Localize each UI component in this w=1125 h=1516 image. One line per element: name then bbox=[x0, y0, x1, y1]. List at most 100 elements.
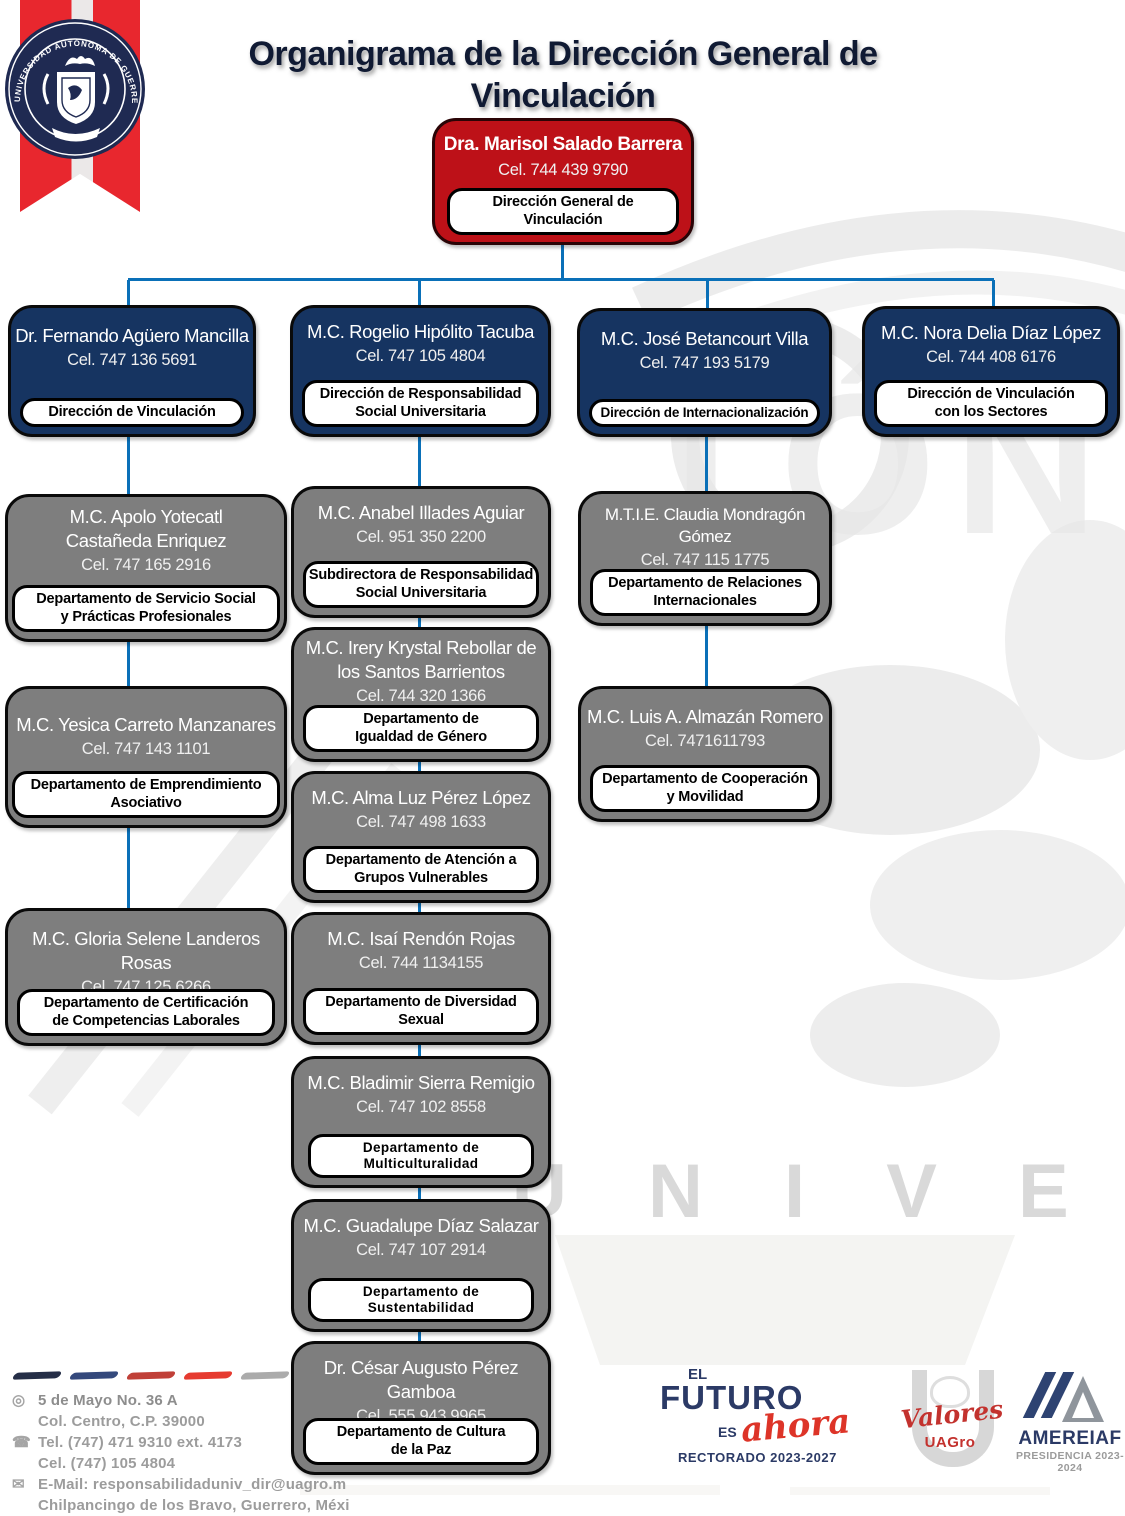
seal-eagle bbox=[65, 56, 95, 66]
connector-line bbox=[127, 280, 130, 306]
person-name: Dra. Marisol Salado Barrera bbox=[443, 134, 683, 155]
connector-line bbox=[418, 1330, 421, 1342]
valores-u-shape bbox=[912, 1370, 994, 1467]
unit-label: Dirección de Internacionalización bbox=[589, 398, 820, 427]
node-igualdad-genero: M.C. Irery Krystal Rebollar de los Santo… bbox=[291, 627, 551, 762]
node-relaciones-internacionales: M.T.I.E. Claudia Mondragón Gómez Cel. 74… bbox=[578, 491, 832, 626]
footer-city: Chilpancingo de los Bravo, Guerrero, Méx… bbox=[38, 1497, 350, 1514]
connector-line bbox=[418, 436, 421, 486]
unit-label: Departamento de Sustentabilidad bbox=[308, 1277, 534, 1322]
person-name: M.C. Bladimir Sierra Remigio bbox=[307, 1072, 535, 1093]
person-name: M.C. Irery Krystal Rebollar de los Santo… bbox=[305, 637, 537, 683]
watermark-universi-text: U N I V E R S I bbox=[512, 1149, 1125, 1234]
person-phone: Cel. 951 350 2200 bbox=[356, 528, 486, 547]
unit-label: Departamento de Cultura de la Paz bbox=[303, 1418, 539, 1465]
unit-label: Departamento de Multiculturalidad bbox=[308, 1133, 534, 1178]
unit-label: Departamento de Emprendimiento Asociativ… bbox=[12, 771, 280, 818]
person-phone: Cel. 744 439 9790 bbox=[498, 160, 628, 179]
valores-uagro-text: UAGro bbox=[924, 1434, 976, 1451]
person-name: M.C. Alma Luz Pérez López bbox=[311, 787, 531, 808]
unit-label: Dirección de Vinculación bbox=[20, 397, 244, 427]
footer-logos: EL FUTURO ESahora RECTORADO 2023-2027 Va… bbox=[660, 1366, 1124, 1476]
location-icon: ◎ bbox=[12, 1392, 26, 1409]
person-name: Dr. César Augusto Pérez Gamboa bbox=[323, 1357, 519, 1403]
footer-email: E-Mail: responsabilidaduniv_dir@uagro.m bbox=[38, 1476, 347, 1493]
person-name: M.C. Isaí Rendón Rojas bbox=[327, 928, 515, 949]
amereiaf-presidencia: PRESIDENCIA 2023-2024 bbox=[1016, 1450, 1124, 1474]
person-phone: Cel. 747 102 8558 bbox=[356, 1098, 486, 1117]
person-name: Dr. Fernando Agüero Mancilla bbox=[15, 325, 249, 346]
futuro-es: ES bbox=[718, 1423, 737, 1440]
person-phone: Cel. 747 115 1775 bbox=[640, 551, 770, 570]
amereiaf-mark bbox=[1010, 1366, 1125, 1428]
connector-line bbox=[705, 436, 708, 492]
phone-icon: ☎ bbox=[12, 1434, 31, 1451]
node-sustentabilidad: M.C. Guadalupe Díaz Salazar Cel. 747 107… bbox=[291, 1199, 551, 1332]
node-cultura-de-la-paz: Dr. César Augusto Pérez Gamboa Cel. 555 … bbox=[291, 1341, 551, 1475]
footer-address-line1: 5 de Mayo No. 36 A bbox=[38, 1392, 178, 1409]
person-phone: Cel. 747 136 5691 bbox=[67, 351, 197, 370]
connector-line bbox=[127, 436, 130, 494]
person-phone: Cel. 747 165 2916 bbox=[81, 556, 211, 575]
person-phone: Cel. 747 498 1633 bbox=[356, 813, 486, 832]
node-internacionalizacion: M.C. José Betancourt Villa Cel. 747 193 … bbox=[577, 308, 832, 437]
connector-line bbox=[418, 615, 421, 628]
node-cooperacion-movilidad: M.C. Luis A. Almazán Romero Cel. 7471611… bbox=[578, 686, 832, 822]
unit-label: Departamento de Igualdad de Género bbox=[303, 705, 539, 752]
connector-line bbox=[992, 280, 995, 307]
futuro-rectorado: RECTORADO 2023-2027 bbox=[678, 1449, 837, 1465]
unit-label: Departamento de Cooperación y Movilidad bbox=[590, 765, 820, 812]
node-diversidad-sexual: M.C. Isaí Rendón Rojas Cel. 744 1134155 … bbox=[291, 912, 551, 1045]
unit-label: Dirección General de Vinculación bbox=[447, 188, 679, 235]
connector-line bbox=[706, 280, 709, 309]
logo-amereiaf: AMEREIAF PRESIDENCIA 2023-2024 bbox=[1010, 1366, 1125, 1474]
amereiaf-a-inner bbox=[1072, 1392, 1094, 1418]
connector-line bbox=[127, 634, 130, 686]
page-title: Organigrama de la Dirección General de V… bbox=[248, 34, 878, 116]
unit-label: Dirección de Responsabilidad Social Univ… bbox=[302, 380, 539, 427]
seal-banner bbox=[52, 128, 100, 142]
unit-label: Departamento de Diversidad Sexual bbox=[303, 988, 539, 1035]
uagro-seal: UNIVERSIDAD AUTÓNOMA DE GUERRERO bbox=[2, 16, 145, 159]
mail-icon: ✉ bbox=[12, 1476, 25, 1493]
futuro-word: FUTURO bbox=[660, 1379, 804, 1416]
connector-line bbox=[418, 900, 421, 913]
unit-label: Departamento de Atención a Grupos Vulner… bbox=[303, 846, 539, 893]
person-name: M.C. José Betancourt Villa bbox=[600, 328, 809, 349]
person-phone: Cel. 747 107 2914 bbox=[356, 1241, 486, 1260]
connector-line bbox=[561, 245, 564, 279]
connector-line bbox=[418, 1186, 421, 1200]
node-responsabilidad-social: M.C. Rogelio Hipólito Tacuba Cel. 747 10… bbox=[290, 305, 551, 437]
person-name: M.C. Apolo Yotecatl Castañeda Enriquez bbox=[65, 506, 227, 552]
person-phone: Cel. 7471611793 bbox=[645, 732, 765, 751]
unit-label: Subdirectora de Responsabilidad Social U… bbox=[303, 561, 539, 608]
node-direccion-general: Dra. Marisol Salado Barrera Cel. 744 439… bbox=[432, 118, 694, 245]
person-name: M.C. Anabel Illades Aguiar bbox=[317, 502, 525, 523]
footer-cel: Cel. (747) 105 4804 bbox=[38, 1455, 176, 1472]
connector-line bbox=[418, 1043, 421, 1057]
footer-address-line2: Col. Centro, C.P. 39000 bbox=[38, 1413, 205, 1430]
node-direccion-vinculacion: Dr. Fernando Agüero Mancilla Cel. 747 13… bbox=[8, 305, 256, 437]
person-name: M.C. Gloria Selene Landeros Rosas bbox=[32, 928, 260, 974]
connector-line bbox=[127, 828, 130, 908]
futuro-el: EL bbox=[688, 1366, 708, 1383]
person-phone: Cel. 744 408 6176 bbox=[926, 348, 1056, 367]
node-certificacion-competencias: M.C. Gloria Selene Landeros Rosas Cel. 7… bbox=[5, 908, 287, 1046]
node-atencion-grupos-vulnerables: M.C. Alma Luz Pérez López Cel. 747 498 1… bbox=[291, 771, 551, 903]
unit-label: Departamento de Relaciones Internacional… bbox=[590, 569, 820, 616]
valores-script-text: Valores bbox=[899, 1394, 1005, 1435]
person-name: M.T.I.E. Claudia Mondragón Gómez bbox=[604, 505, 806, 547]
futuro-ahora: ahora bbox=[739, 1400, 852, 1451]
connector-line bbox=[418, 759, 421, 772]
amereiaf-name: AMEREIAF bbox=[1018, 1428, 1122, 1449]
footer-tel: Tel. (747) 471 9310 ext. 4173 bbox=[38, 1434, 242, 1451]
node-subdireccion-rsu: M.C. Anabel Illades Aguiar Cel. 951 350 … bbox=[291, 486, 551, 618]
node-emprendimiento-asociativo: M.C. Yesica Carreto Manzanares Cel. 747 … bbox=[5, 686, 287, 828]
person-name: M.C. Rogelio Hipólito Tacuba bbox=[306, 321, 535, 342]
connector-line bbox=[418, 280, 421, 306]
logo-valores-uagro: Valores UAGro bbox=[899, 1370, 1005, 1470]
unit-label: Departamento de Certificación de Compete… bbox=[17, 989, 275, 1036]
unit-label: Dirección de Vinculación con los Sectore… bbox=[874, 380, 1108, 427]
person-phone: Cel. 747 193 5179 bbox=[639, 354, 770, 373]
